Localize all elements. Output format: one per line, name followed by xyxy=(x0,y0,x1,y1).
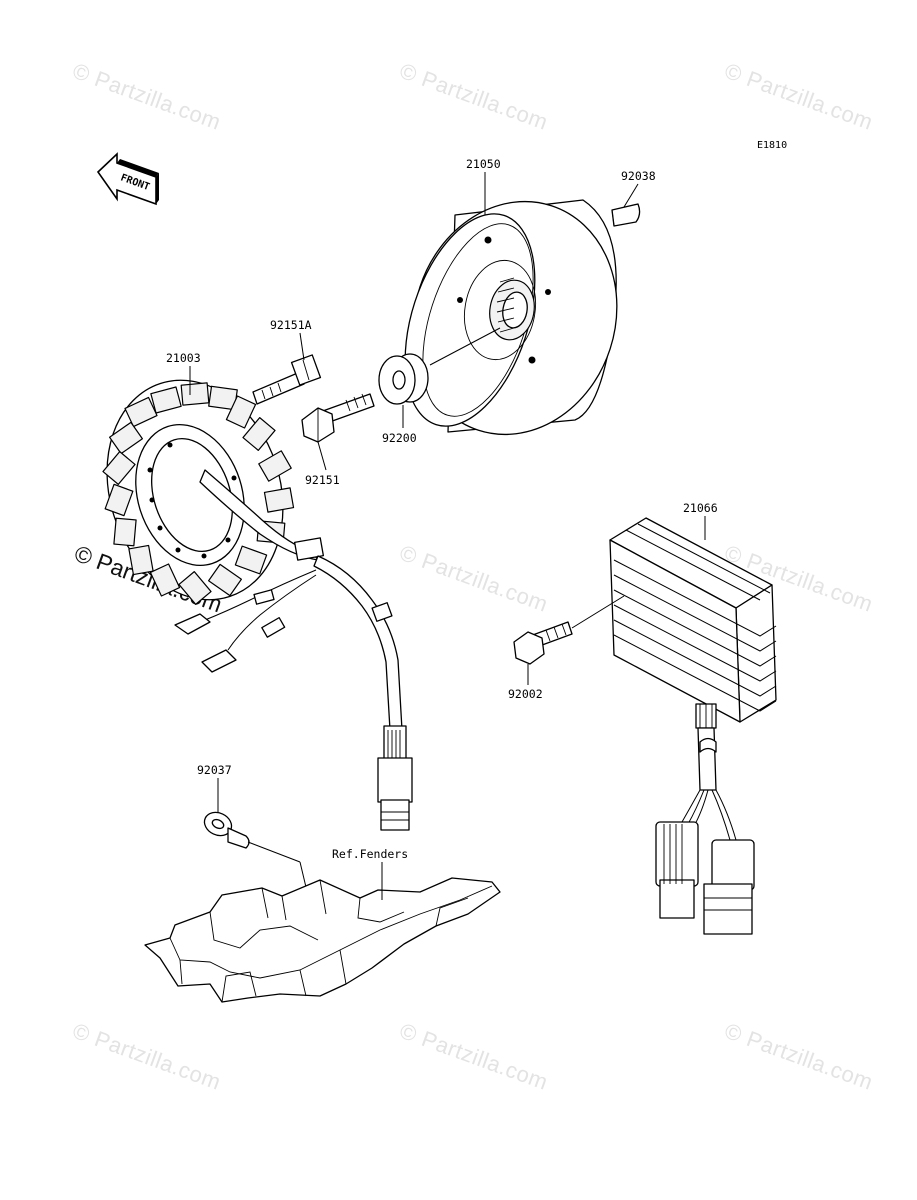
callout-92037: 92037 xyxy=(197,763,232,777)
regulator-21066 xyxy=(609,517,777,935)
bolt-92002 xyxy=(513,621,573,665)
stator-21003 xyxy=(102,379,295,605)
callout-92151A: 92151A xyxy=(270,318,312,332)
key-92038 xyxy=(611,203,641,227)
callout-92002: 92002 xyxy=(508,687,543,701)
callout-21066: 21066 xyxy=(683,501,718,515)
bolt-92151a xyxy=(252,354,322,405)
callout-21050: 21050 xyxy=(466,157,501,171)
callout-21003: 21003 xyxy=(166,351,201,365)
callout-92038: 92038 xyxy=(621,169,656,183)
front-arrow-icon: FRONT xyxy=(96,152,159,206)
bolt-92151 xyxy=(301,393,375,443)
rotor-21050 xyxy=(404,199,618,436)
stator-harness xyxy=(174,469,413,831)
terminal-92037 xyxy=(203,811,250,849)
callout-92200: 92200 xyxy=(382,431,417,445)
callout-92151: 92151 xyxy=(305,473,340,487)
collar-92200 xyxy=(378,353,429,405)
fender-reference xyxy=(144,877,501,1003)
diagram-code: E1810 xyxy=(757,140,787,151)
callout-ref-fenders: Ref.Fenders xyxy=(332,847,408,861)
